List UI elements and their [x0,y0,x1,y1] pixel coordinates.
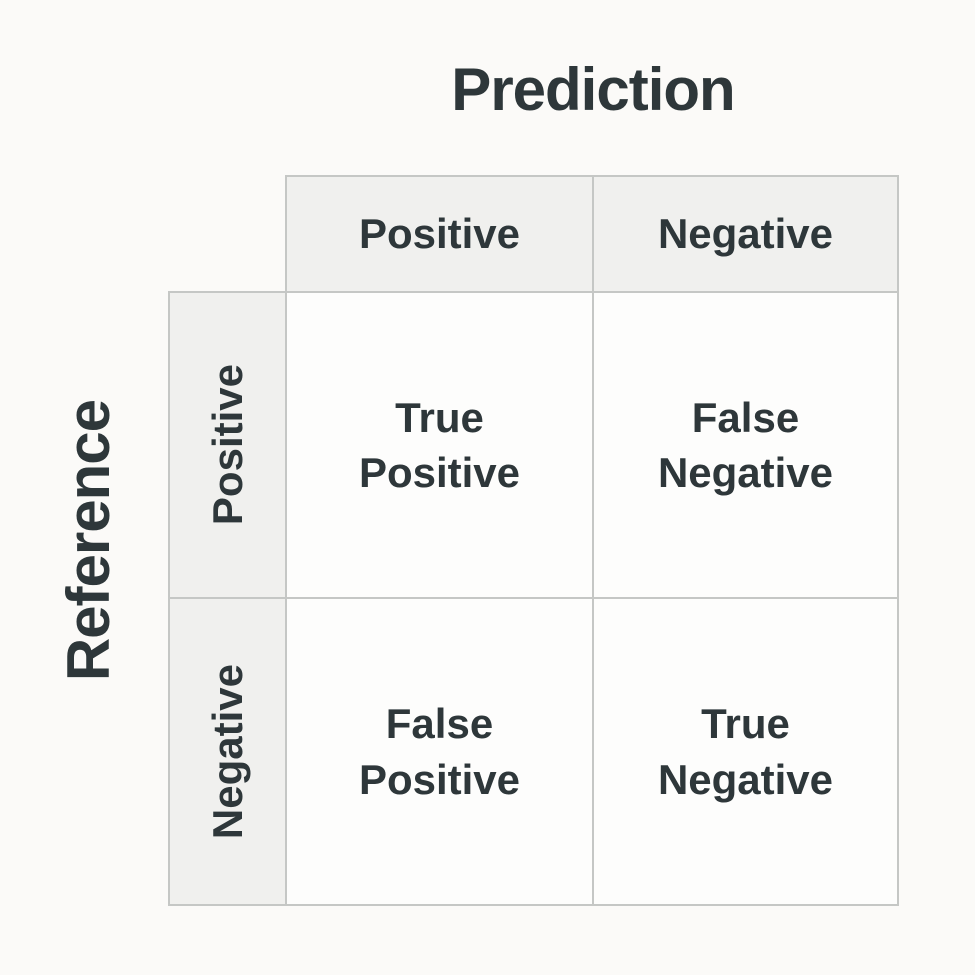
reference-axis-label-container: Reference [52,175,124,906]
column-header-negative: Negative [594,175,899,291]
reference-axis-label: Reference [54,399,122,682]
row-header-positive: Positive [168,293,285,597]
row-header-positive-label: Positive [203,364,251,526]
prediction-axis-label: Prediction [451,56,735,123]
cell-false-negative-label: False Negative [657,393,834,496]
cell-true-positive-label: True Positive [358,393,521,496]
cell-true-negative: True Negative [594,599,899,906]
cell-true-negative-label: True Negative [657,700,834,803]
row-header-negative: Negative [168,599,285,906]
cell-false-positive: False Positive [287,599,592,906]
cell-false-positive-label: False Positive [358,700,521,803]
confusion-matrix-grid: Positive Negative Positive True Positive… [168,175,899,906]
cell-false-negative: False Negative [594,293,899,597]
row-header-negative-label: Negative [203,663,251,840]
matrix-corner-spacer [168,175,285,291]
cell-true-positive: True Positive [287,293,592,597]
column-header-positive: Positive [287,175,592,291]
